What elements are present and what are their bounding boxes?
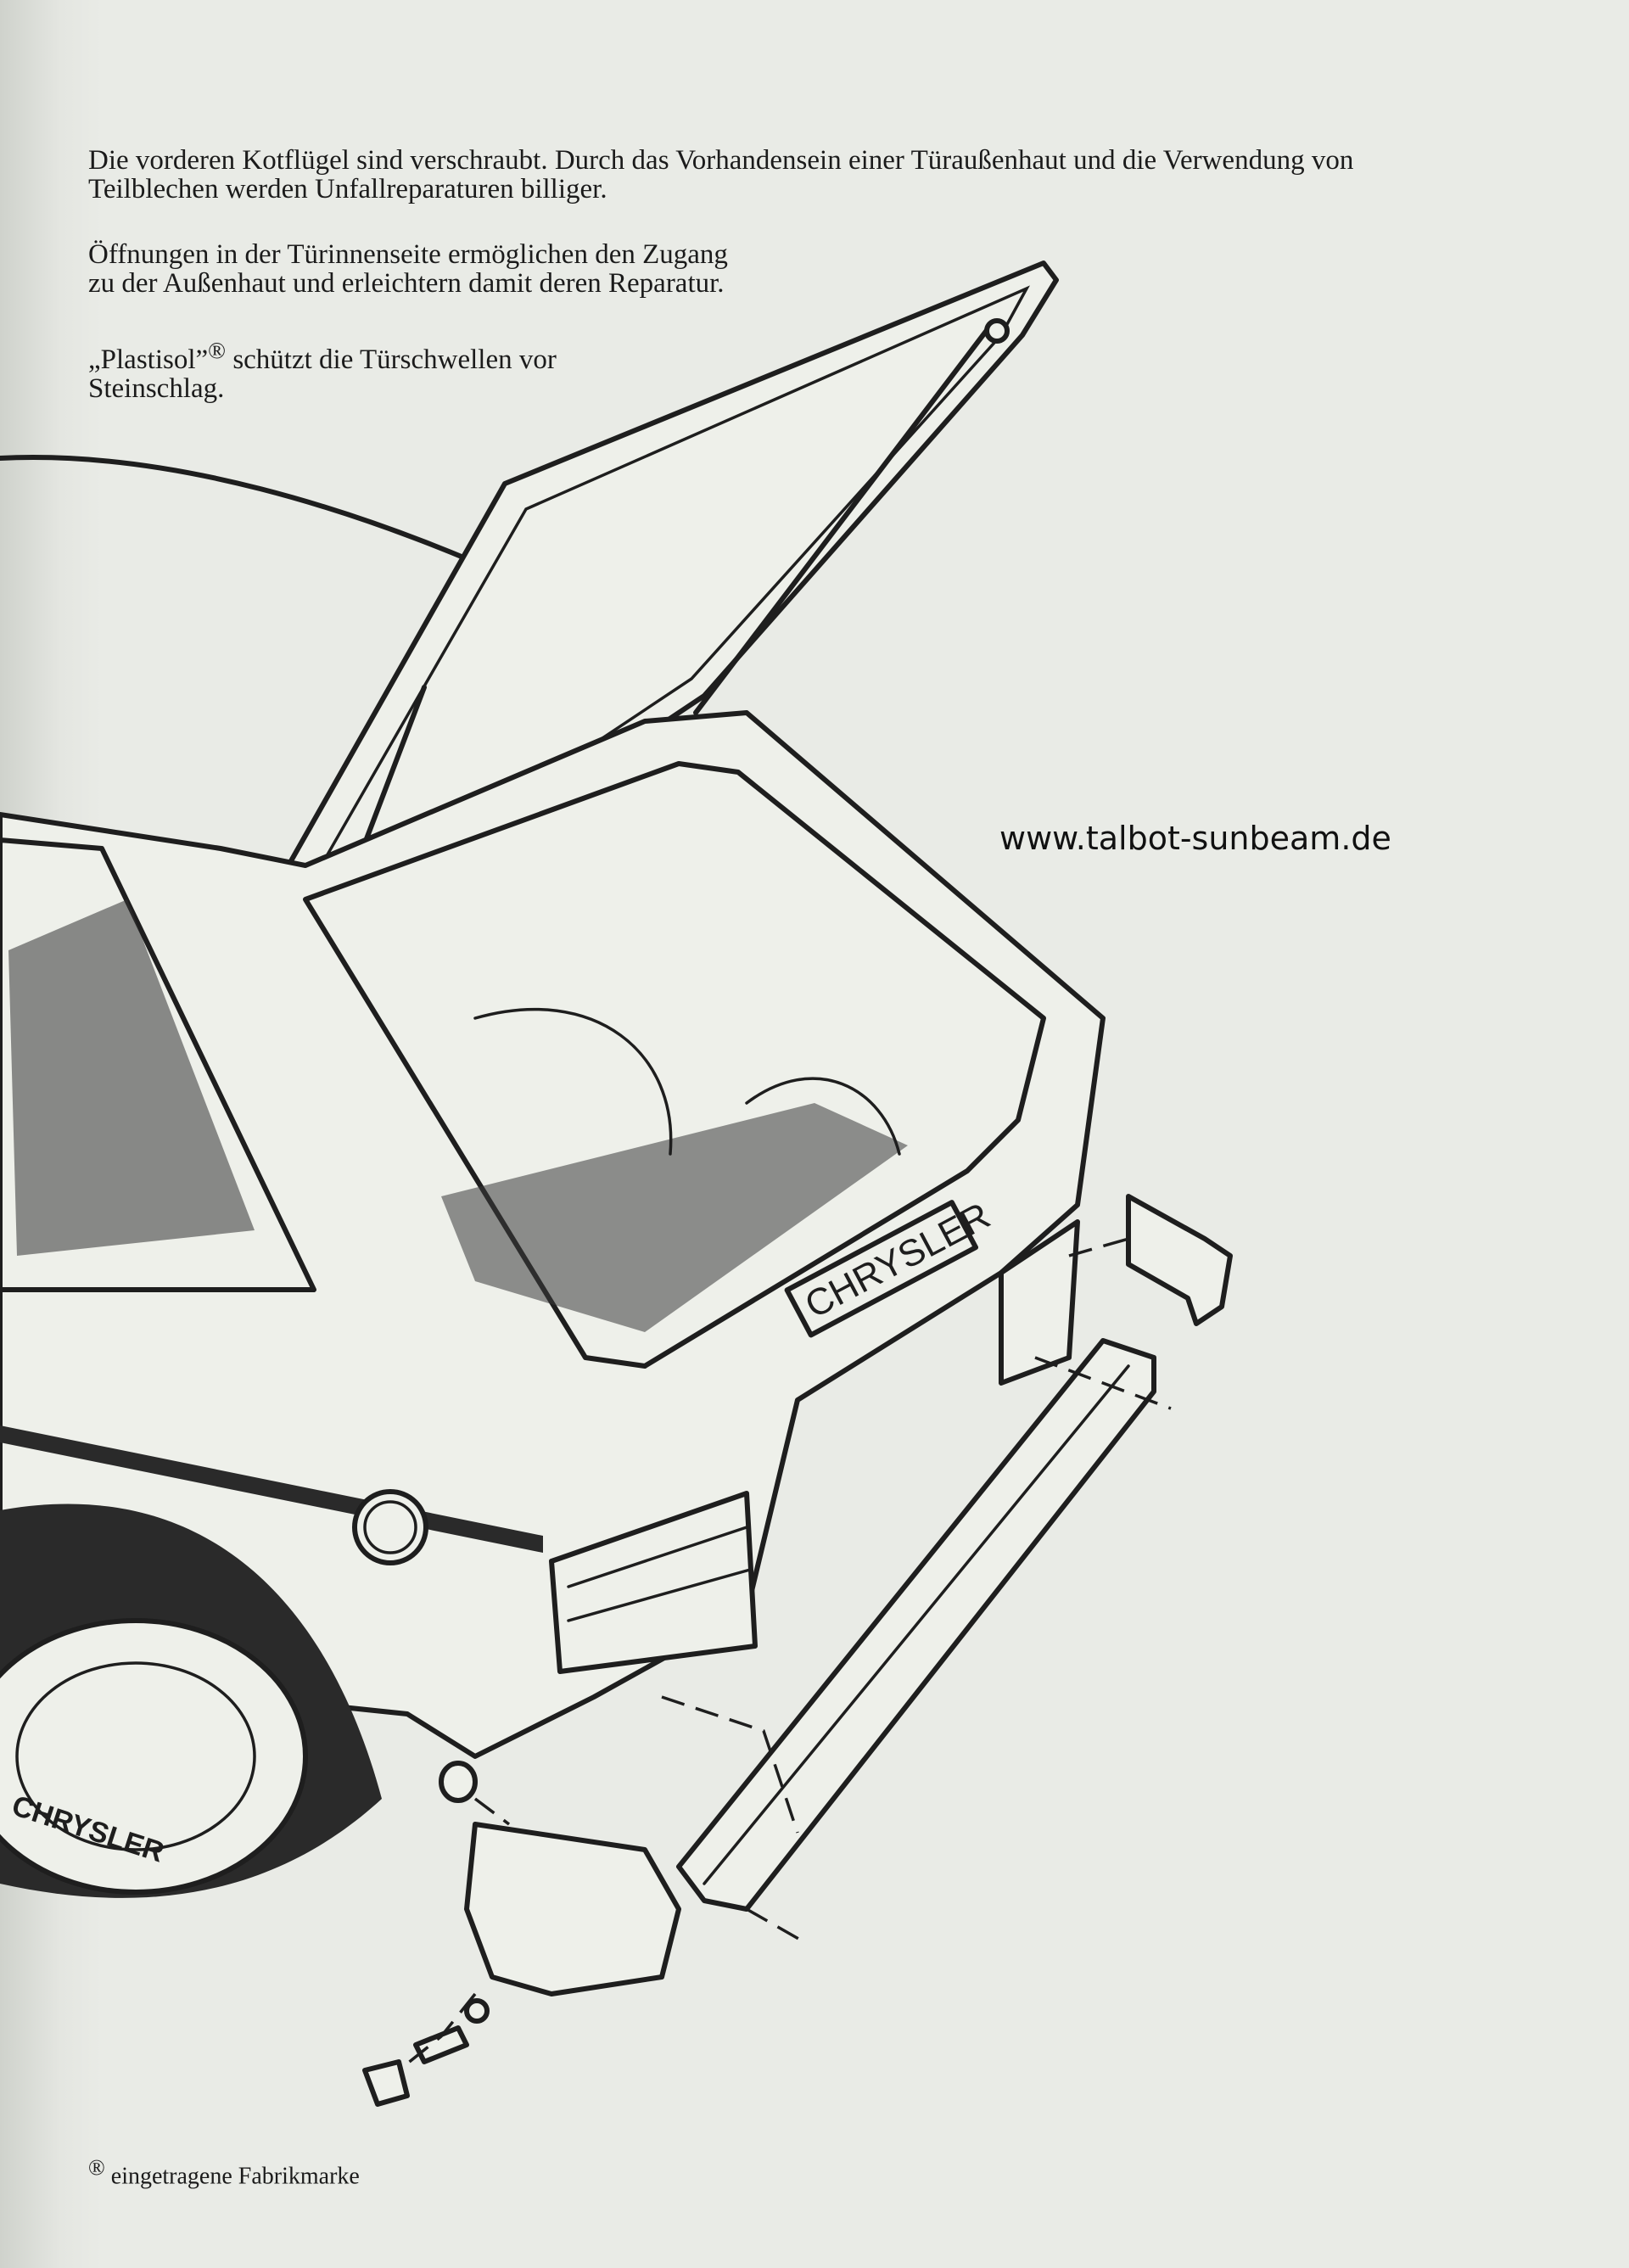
bleed-through-heading <box>136 34 1595 161</box>
website-watermark: www.talbot-sunbeam.de <box>999 820 1391 857</box>
wheel-arch-inner <box>745 1077 901 1156</box>
registered-mark: ® <box>208 337 227 363</box>
dash-line-3 <box>661 1695 799 1834</box>
screw <box>413 2025 469 2064</box>
dash-line-2 <box>1034 1356 1172 1410</box>
intro-paragraph: Die vorderen Kotflügel sind verschraubt.… <box>88 145 1354 204</box>
tail-light-rib-2 <box>567 1568 752 1622</box>
fastener-grommet <box>439 1761 478 1803</box>
gas-strut-left <box>354 685 427 868</box>
bumper-end-cap-left <box>464 1822 681 1996</box>
bumper-edge <box>703 1364 1130 1885</box>
washer <box>464 1998 490 2024</box>
dash-line-4 <box>473 1797 511 1826</box>
plastisol-paragraph: „Plastisol”® schützt die Türschwellen vo… <box>88 336 682 403</box>
dash-line-6 <box>746 1907 807 1945</box>
tail-light-left <box>549 1491 758 1674</box>
badge-plate <box>784 1200 979 1338</box>
rear-wheel-hubcap <box>0 1618 308 1895</box>
rear-seat-back <box>473 1008 673 1156</box>
footnote-mark: ® <box>88 2155 105 2180</box>
strut-mount-top <box>984 318 1010 344</box>
boot-opening <box>303 761 1046 1369</box>
gas-strut-right <box>693 320 995 715</box>
dash-line-1 <box>1068 1237 1129 1257</box>
tail-light-rib-1 <box>567 1526 748 1588</box>
dash-line-5 <box>397 1992 477 2072</box>
bumper-end-cap-right <box>1126 1194 1233 1326</box>
tail-light-right <box>999 1219 1080 1386</box>
hubcap-ring <box>15 1661 256 1851</box>
plastisol-rest: schützt die Türschwellen vor Steinschlag… <box>88 344 557 404</box>
footnote: ® eingetragene Fabrikmarke <box>88 2155 360 2190</box>
footnote-text: eingetragene Fabrikmarke <box>104 2163 360 2190</box>
roof-line <box>0 455 512 580</box>
door-openings-paragraph: Öffnungen in der Türinnenseite ermöglich… <box>88 239 728 299</box>
plastisol-name: „Plastisol” <box>88 344 209 375</box>
fuel-cap-inner <box>363 1500 417 1554</box>
car-rear-exploded-illustration: CHRYSLER CHRYSLER <box>0 260 1233 2107</box>
rear-interior <box>8 899 255 1256</box>
clip <box>362 2059 410 2107</box>
boot-carpet <box>441 1103 908 1332</box>
